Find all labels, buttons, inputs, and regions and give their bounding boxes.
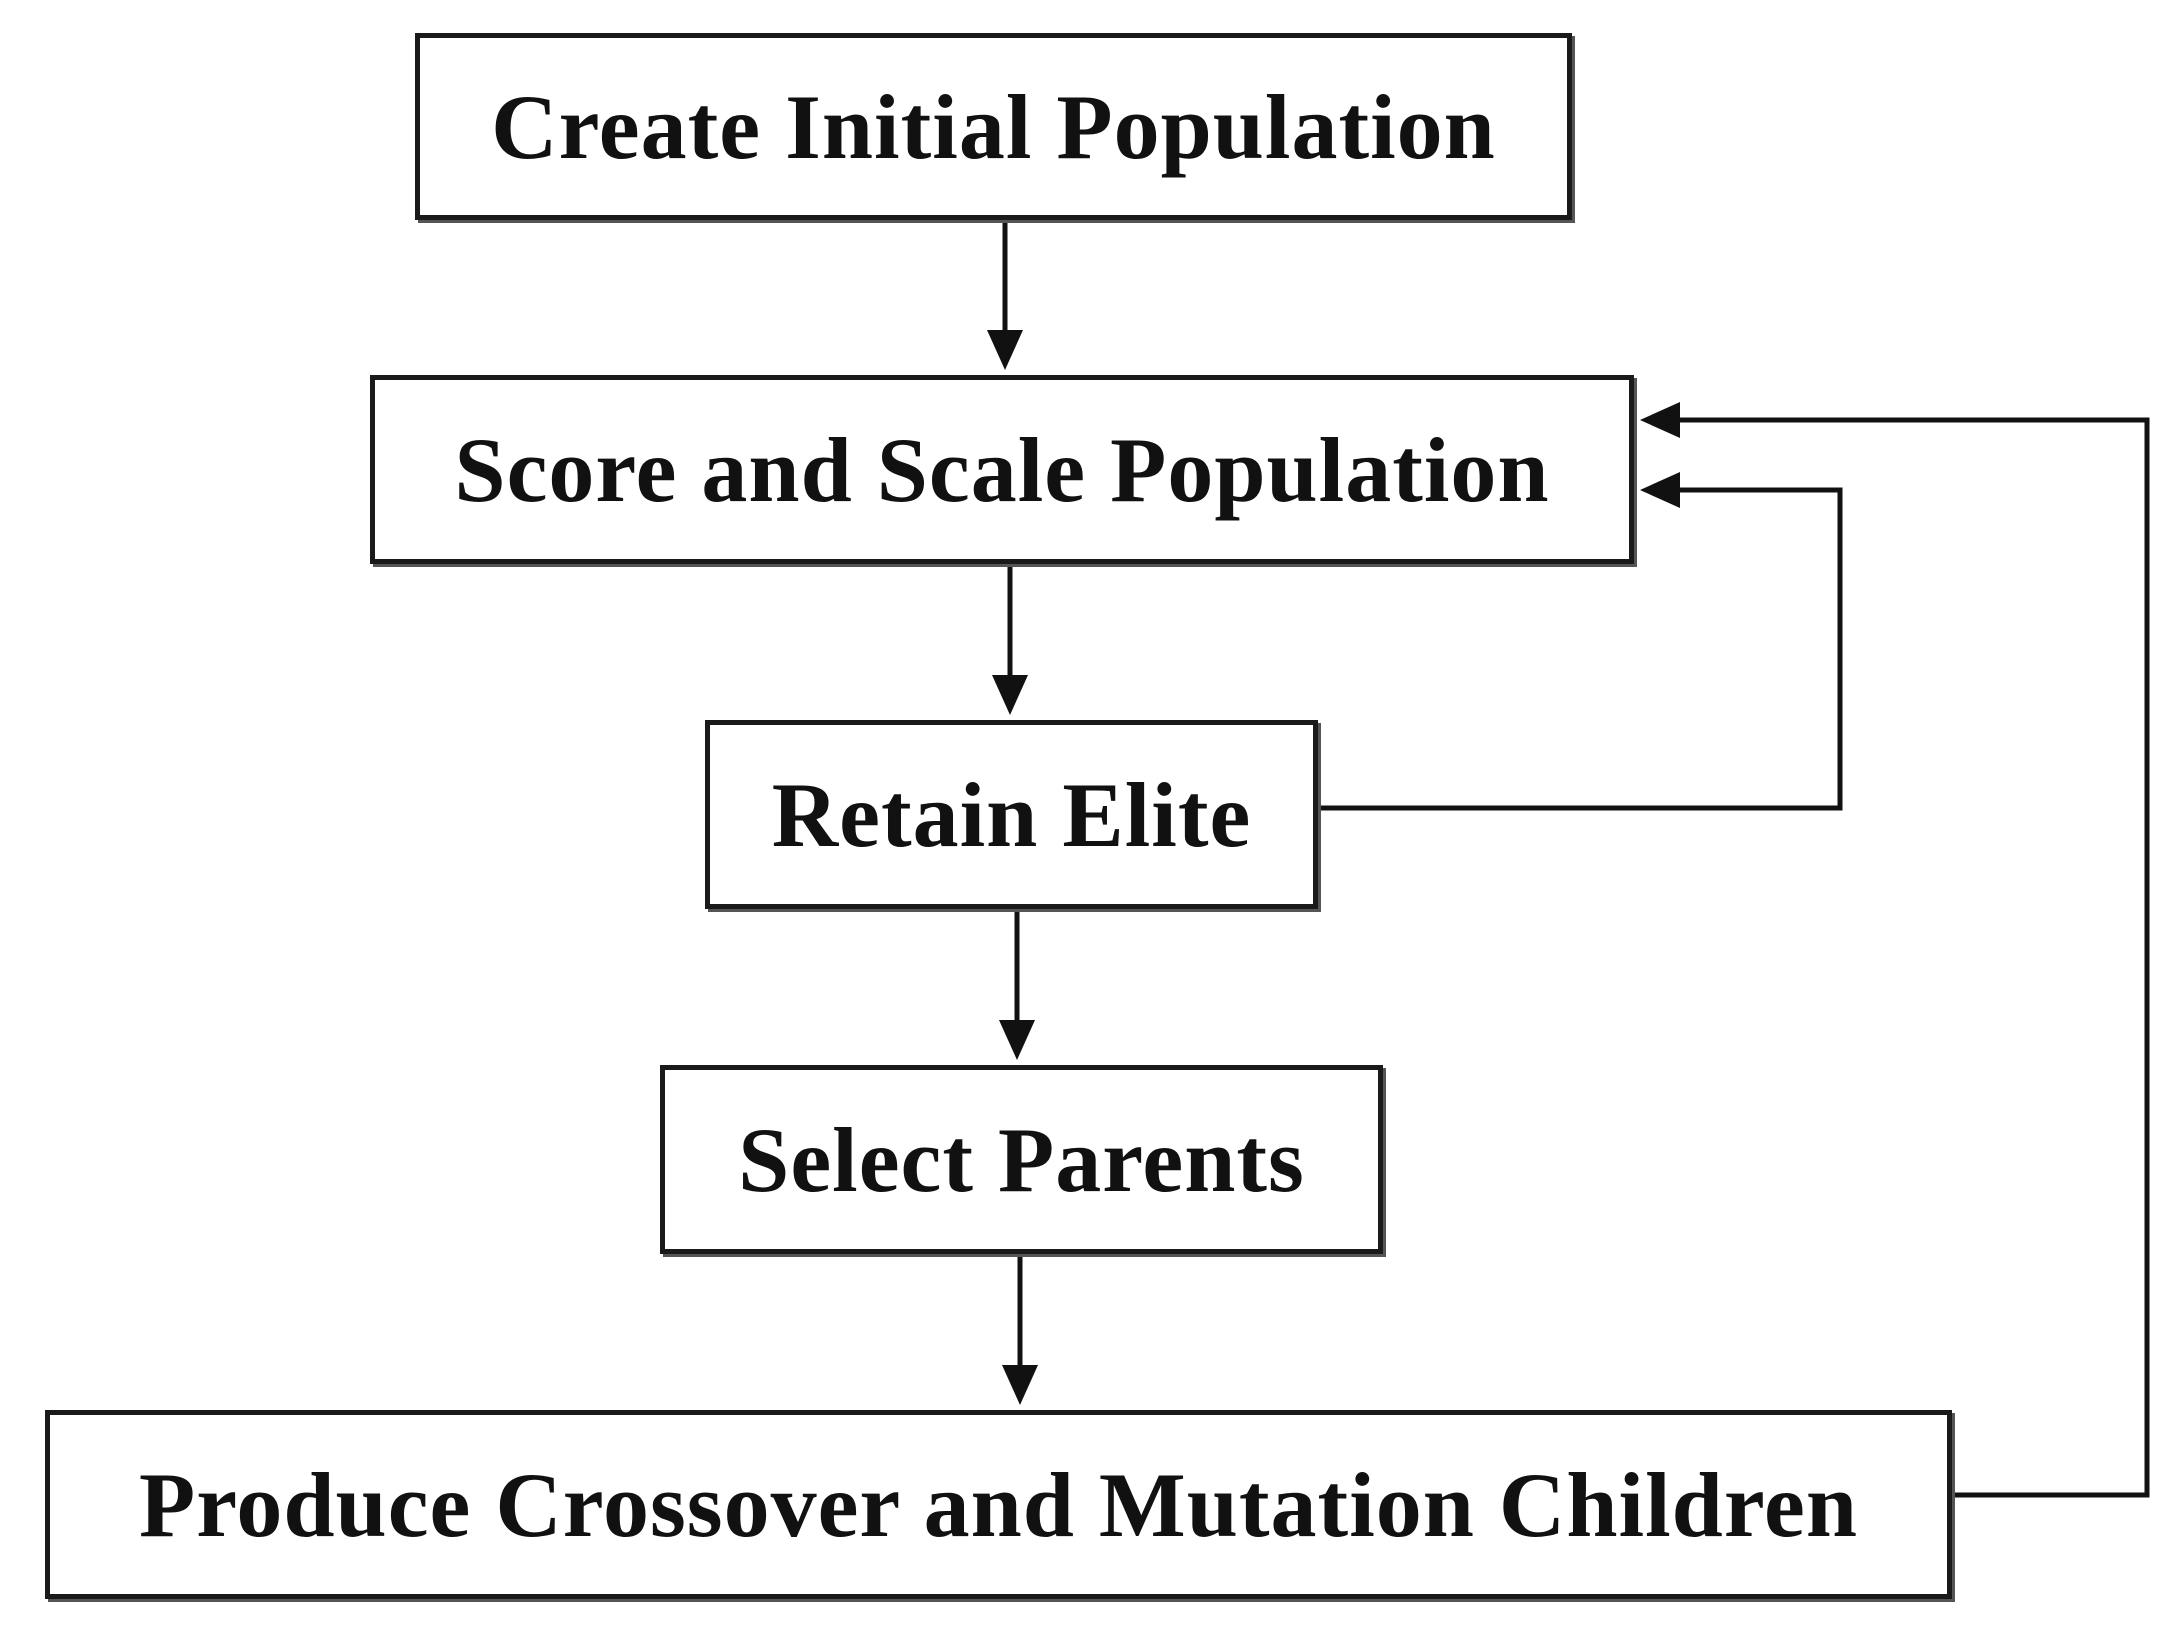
select-parents-box: Select Parents — [660, 1065, 1383, 1254]
arrowhead-score-to-retain — [992, 675, 1028, 715]
produce-children-box: Produce Crossover and Mutation Children — [45, 1410, 1952, 1599]
arrow-produce-to-score-loop — [1680, 417, 2150, 1498]
create-initial-population-label: Create Initial Population — [491, 75, 1496, 178]
select-parents-label: Select Parents — [738, 1108, 1305, 1211]
retain-elite-label: Retain Elite — [771, 763, 1252, 866]
score-and-scale-population-label: Score and Scale Population — [454, 418, 1550, 521]
arrow-retain-to-score-loop — [1318, 487, 1843, 811]
score-and-scale-population-box: Score and Scale Population — [370, 375, 1634, 564]
create-initial-population-box: Create Initial Population — [415, 33, 1572, 220]
arrowhead-retain-to-score-loop — [1640, 472, 1680, 508]
produce-children-label: Produce Crossover and Mutation Children — [139, 1453, 1858, 1556]
arrowhead-create-to-score — [987, 330, 1023, 370]
arrowhead-retain-to-select — [999, 1020, 1035, 1060]
arrowhead-produce-to-score-loop — [1640, 402, 1680, 438]
retain-elite-box: Retain Elite — [705, 720, 1318, 909]
arrowhead-select-to-produce — [1002, 1365, 1038, 1405]
